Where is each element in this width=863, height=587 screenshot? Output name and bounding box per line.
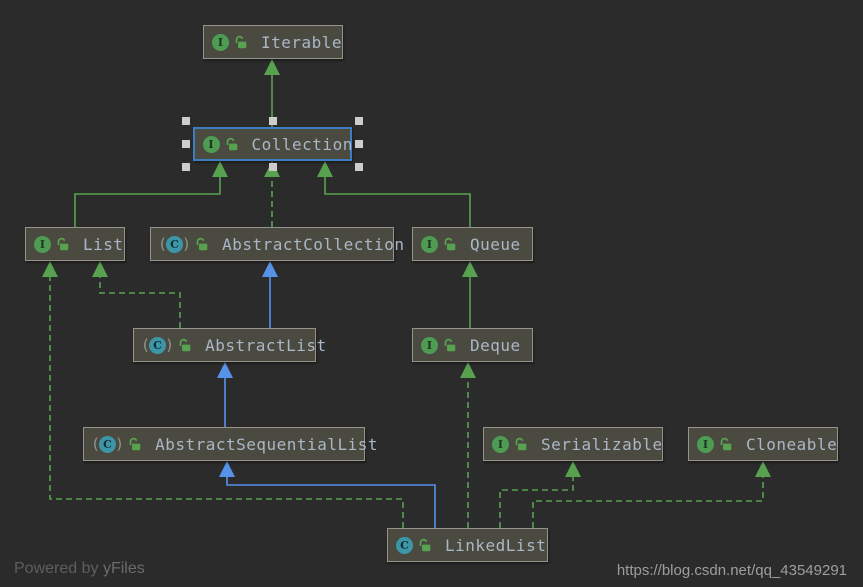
unlocked-padlock-icon [226,137,237,151]
selection-handle[interactable] [268,117,277,125]
arrowhead [219,461,235,477]
node-label: AbstractSequentialList [155,434,378,454]
unlocked-padlock-icon [196,237,208,251]
node-deque[interactable]: I Deque [412,328,533,362]
node-abstract-collection[interactable]: (C) AbstractCollection [150,227,404,261]
arrowhead [42,261,58,277]
node-label: Queue [470,234,521,254]
edge-linkedlist-implements-serializable[interactable] [499,461,581,528]
unlocked-padlock-icon [57,237,69,251]
arrowhead [317,161,333,177]
node-label: Serializable [541,434,663,454]
unlocked-padlock-icon [515,437,527,451]
edge-queue-extends-collection[interactable] [317,161,471,227]
interface-icon: I [421,336,438,354]
arrowhead [755,461,771,477]
arrowhead [212,161,228,177]
arrowhead [92,261,108,277]
edge-linkedlist-implements-list[interactable] [42,261,404,528]
yfiles-brand-text: yFiles [102,560,145,577]
interface-icon: I [202,135,220,153]
interface-icon: I [492,435,509,453]
edge-abstractlist-extends-abstractcollection[interactable] [262,261,278,328]
powered-by-text: Powered by [14,560,103,577]
node-cloneable[interactable]: I Cloneable [688,427,838,461]
edge-linkedlist-extends-abstractsequentiallist[interactable] [219,461,436,528]
edge-abstractsequentiallist-extends-abstractlist[interactable] [217,362,233,427]
abstract-class-icon: (C) [158,234,192,253]
unlocked-padlock-icon [444,237,456,251]
node-label: AbstractList [205,335,327,355]
selection-handle[interactable] [355,117,363,125]
node-label: Deque [470,335,521,355]
node-queue[interactable]: I Queue [412,227,533,261]
class-icon: C [396,536,413,554]
unlocked-padlock-icon [419,538,431,552]
unlocked-padlock-icon [179,338,191,352]
arrowhead [462,261,478,277]
node-label: Collection [251,134,353,154]
selection-handle[interactable] [182,117,190,125]
node-abstract-sequential-list[interactable]: (C) AbstractSequentialList [83,427,377,461]
selection-handle[interactable] [355,163,363,171]
edge-list-extends-collection[interactable] [74,161,228,227]
selection-handle[interactable] [182,163,190,171]
node-serializable[interactable]: I Serializable [483,427,663,461]
unlocked-padlock-icon [720,437,732,451]
arrowhead [565,461,581,477]
unlocked-padlock-icon [129,437,141,451]
selection-handle[interactable] [355,140,363,148]
selection-handle[interactable] [182,140,190,148]
arrowhead [264,59,280,75]
node-label: Cloneable [746,434,838,454]
csdn-url-watermark: https://blog.csdn.net/qq_43549291 [616,562,847,579]
edge-deque-extends-queue[interactable] [462,261,478,328]
node-label: AbstractCollection [222,234,405,254]
edge-abstractlist-implements-list[interactable] [92,261,181,328]
arrowhead [262,261,278,277]
node-abstract-list[interactable]: (C) AbstractList [133,328,326,362]
node-label: Iterable [261,32,343,52]
arrowhead [217,362,233,378]
node-iterable[interactable]: I Iterable [203,25,343,59]
edge-linkedlist-implements-deque[interactable] [460,362,476,528]
edge-linkedlist-implements-cloneable[interactable] [532,461,771,528]
node-label: List [83,234,124,254]
node-linked-list[interactable]: C LinkedList [387,528,548,562]
abstract-class-icon: (C) [141,335,175,354]
node-label: LinkedList [445,535,547,555]
selection-handle[interactable] [268,163,277,171]
arrowhead [460,362,476,378]
unlocked-padlock-icon [444,338,456,352]
abstract-class-icon: (C) [91,434,125,453]
powered-by-yfiles-link[interactable]: Powered by yFiles [14,560,145,578]
interface-icon: I [212,33,229,51]
interface-icon: I [421,235,438,253]
node-collection[interactable]: I Collection [193,127,352,161]
interface-icon: I [34,235,51,253]
interface-icon: I [697,435,714,453]
node-list[interactable]: I List [25,227,125,261]
unlocked-padlock-icon [235,35,247,49]
